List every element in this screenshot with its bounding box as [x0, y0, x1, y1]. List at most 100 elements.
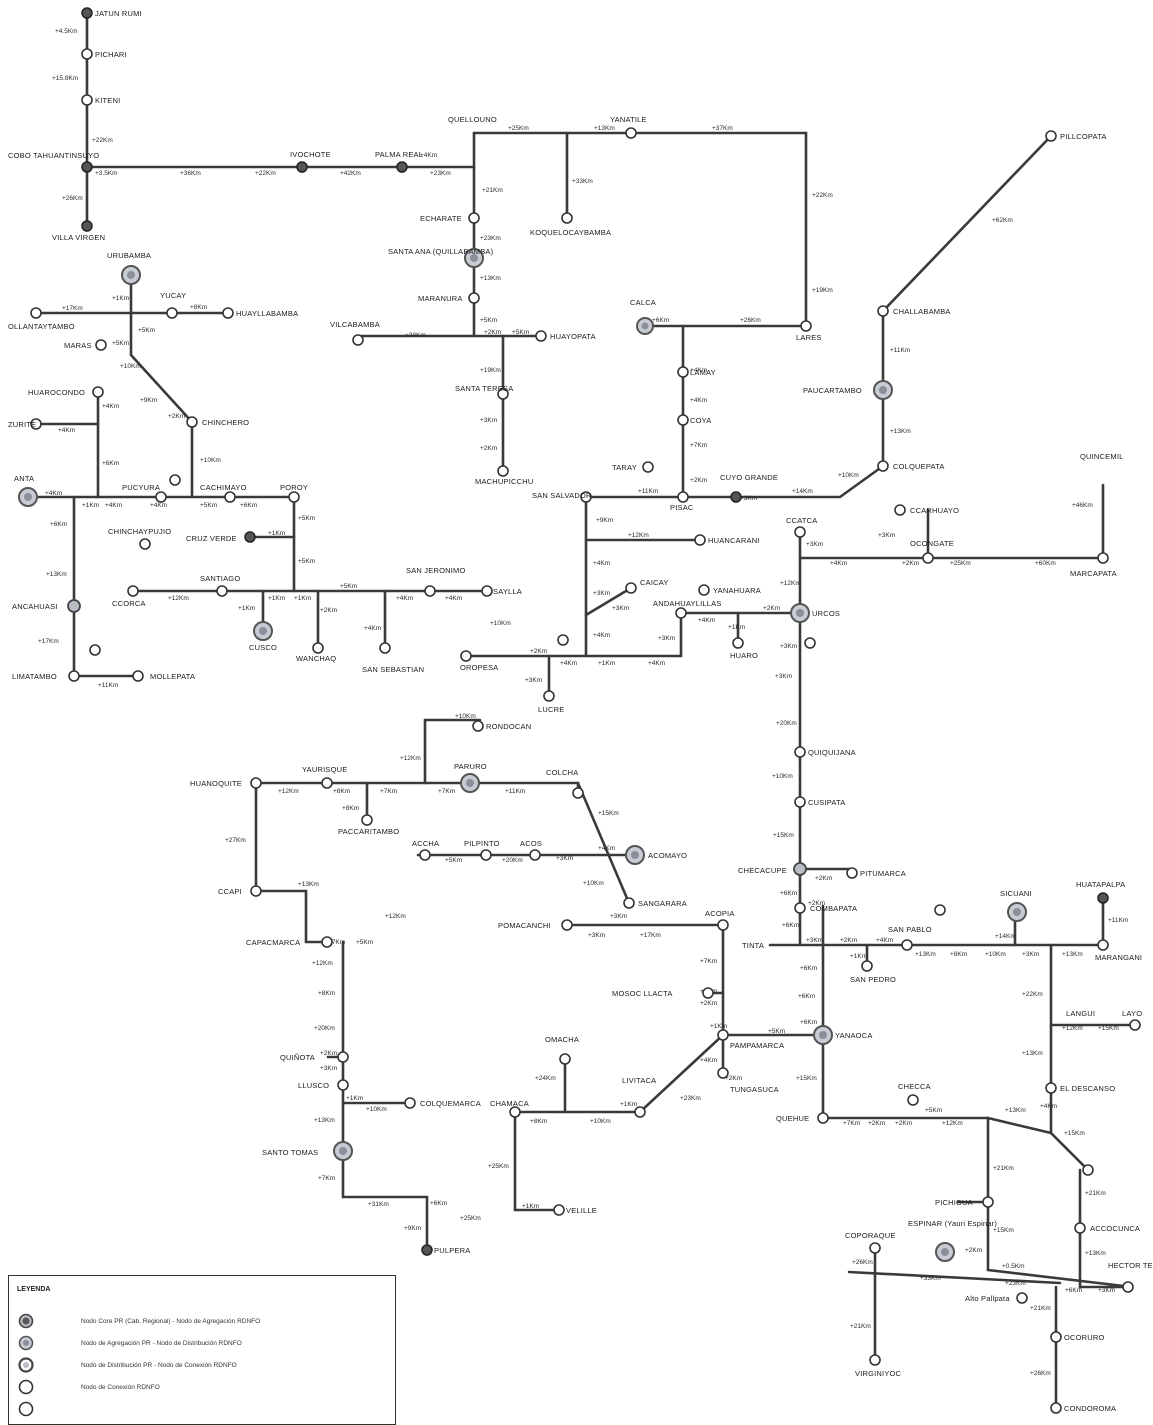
node-distribution [793, 862, 807, 876]
node-label: COBO TAHUANTINSUYO [8, 151, 99, 160]
node-label: VELILLE [566, 1206, 597, 1215]
svg-text:+3Km: +3Km [658, 635, 675, 642]
svg-text:+1Km: +1Km [598, 660, 615, 667]
svg-text:+3Km: +3Km [320, 1065, 337, 1072]
svg-text:+2Km: +2Km [320, 607, 337, 614]
svg-text:+21Km: +21Km [850, 1323, 871, 1330]
node-label: QUINCEMIL [1080, 452, 1123, 461]
svg-text:+5Km: +5Km [138, 327, 155, 334]
node-label: OCONGATE [910, 539, 954, 548]
node-label: PUCYURA [122, 483, 160, 492]
node-aggregation [18, 248, 1027, 1262]
svg-text:+42Km: +42Km [340, 170, 361, 177]
node-distribution [67, 599, 81, 613]
svg-text:+4Km: +4Km [598, 845, 615, 852]
svg-text:+0.5Km: +0.5Km [1002, 1263, 1025, 1270]
svg-text:+15Km: +15Km [773, 832, 794, 839]
svg-text:+2Km: +2Km [763, 605, 780, 612]
svg-text:+13Km: +13Km [1085, 1250, 1106, 1257]
svg-text:+6Km: +6Km [780, 890, 797, 897]
node-label: PISAC [670, 503, 694, 512]
svg-text:+5Km: +5Km [512, 329, 529, 336]
svg-text:+2Km: +2Km [725, 1075, 742, 1082]
svg-text:+15Km: +15Km [598, 810, 619, 817]
svg-text:+4Km: +4Km [593, 632, 610, 639]
svg-text:+23Km: +23Km [680, 1095, 701, 1102]
node-label: MOSOC LLACTA [612, 989, 673, 998]
node-label: PILLCOPATA [1060, 132, 1107, 141]
svg-text:+27Km: +27Km [225, 837, 246, 844]
svg-text:+8Km: +8Km [318, 990, 335, 997]
svg-text:+4Km: +4Km [830, 560, 847, 567]
node-label: CHINCHERO [202, 418, 249, 427]
svg-text:+7Km: +7Km [318, 1175, 335, 1182]
svg-text:+15Km: +15Km [993, 1227, 1014, 1234]
svg-text:+11Km: +11Km [98, 682, 118, 689]
node-label: CHALLABAMBA [893, 307, 951, 316]
svg-text:+13Km: +13Km [890, 428, 911, 435]
svg-text:+4Km: +4Km [45, 490, 62, 497]
svg-text:+8Km: +8Km [530, 1118, 547, 1125]
svg-text:+10Km: +10Km [590, 1118, 611, 1125]
svg-text:+23Km: +23Km [480, 235, 501, 242]
svg-text:+14Km: +14Km [792, 488, 813, 495]
node-label: SAN SEBASTIAN [362, 665, 424, 674]
node-label: MOLLEPATA [150, 672, 195, 681]
node-label: PARURO [454, 762, 487, 771]
legend-item-distribution: Nodo de Distribución PR - Nodo de Conexi… [15, 1356, 385, 1374]
svg-text:+7Km: +7Km [843, 1120, 860, 1127]
svg-text:+5Km: +5Km [298, 558, 315, 565]
svg-text:+1Km: +1Km [268, 530, 285, 537]
svg-text:+60Km: +60Km [1035, 560, 1056, 567]
node-label: MARAS [64, 341, 92, 350]
svg-text:+2Km: +2Km [700, 1000, 717, 1007]
svg-text:+10Km: +10Km [120, 363, 141, 370]
node-label: CCATCA [786, 516, 817, 525]
svg-text:+1Km: +1Km [82, 502, 99, 509]
node-core [396, 161, 408, 173]
svg-text:+2Km: +2Km [840, 937, 857, 944]
svg-text:+4Km: +4Km [648, 660, 665, 667]
node-aggregation-inner [24, 254, 1021, 1256]
node-label: CAPACMARCA [246, 938, 300, 947]
node-label: ACOS [520, 839, 542, 848]
svg-text:+25Km: +25Km [460, 1215, 481, 1222]
svg-text:+62Km: +62Km [992, 217, 1013, 224]
node-label: POMACANCHI [498, 921, 551, 930]
svg-text:+1Km: +1Km [710, 1023, 727, 1030]
node-label: PILPINTO [464, 839, 500, 848]
node-label: SAN PEDRO [850, 975, 896, 984]
svg-text:+6Km: +6Km [1065, 1287, 1082, 1294]
node-label: LAMAY [690, 368, 716, 377]
node-label: Alto Pallpata [965, 1294, 1010, 1303]
node-label: CACHIMAYO [200, 483, 247, 492]
svg-text:+7Km: +7Km [380, 788, 397, 795]
node-label: ANCAHUASI [12, 602, 58, 611]
svg-text:+6Km: +6Km [240, 502, 257, 509]
svg-text:+3Km: +3Km [740, 495, 757, 502]
node-label: LANGUI [1066, 1009, 1095, 1018]
node-label: TINTA [742, 941, 764, 950]
node-label: ACOMAYO [648, 851, 687, 860]
legend-box: LEYENDA Nodo Core PR (Cab. Regional) - N… [8, 1275, 396, 1425]
svg-text:+26Km: +26Km [62, 195, 83, 202]
node-label: QUIQUIJANA [808, 748, 856, 757]
svg-text:+2Km: +2Km [484, 329, 501, 336]
node-label: ACOPIA [705, 909, 735, 918]
svg-text:+31Km: +31Km [368, 1201, 389, 1208]
svg-text:+23Km: +23Km [430, 170, 451, 177]
svg-text:+6Km: +6Km [800, 1019, 817, 1026]
node-label: LUCRE [538, 705, 564, 714]
svg-text:+2Km: +2Km [895, 1120, 912, 1127]
node-label: LARES [796, 333, 822, 342]
svg-text:+33Km: +33Km [920, 1275, 941, 1282]
svg-text:+6Km: +6Km [102, 460, 119, 467]
svg-text:+7Km: +7Km [690, 442, 707, 449]
legend-label: Nodo de Distribución PR - Nodo de Conexi… [81, 1361, 237, 1369]
svg-text:+36Km: +36Km [180, 170, 201, 177]
svg-text:+12Km: +12Km [278, 788, 299, 795]
core-node-icon [18, 1313, 34, 1329]
svg-text:+15.8Km: +15.8Km [52, 75, 78, 82]
node-label: YUCAY [160, 291, 186, 300]
node-label: LAYO [1122, 1009, 1142, 1018]
